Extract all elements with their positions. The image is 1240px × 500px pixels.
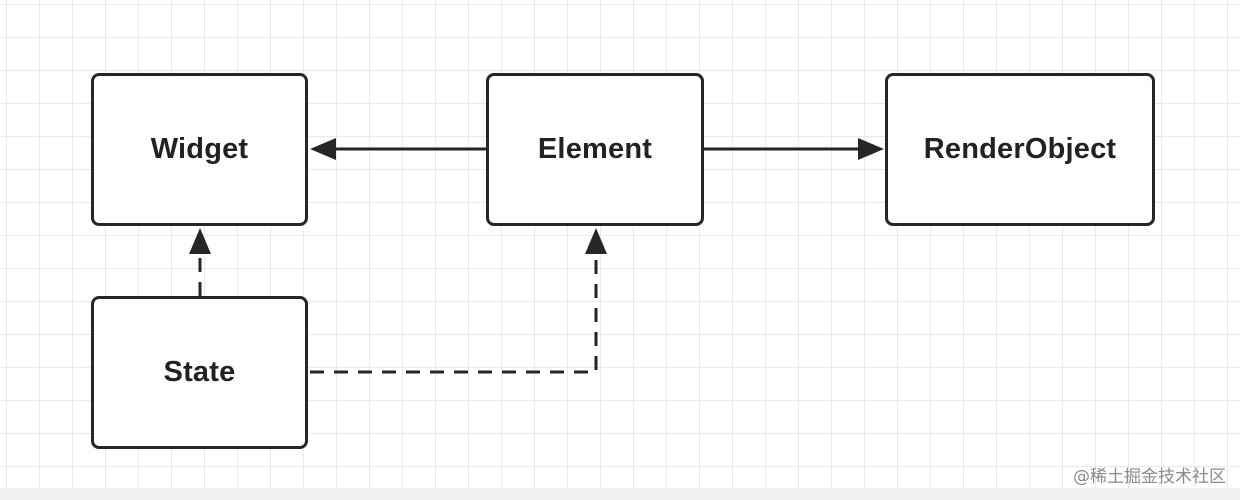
arrowhead-widget-icon [310,138,336,160]
renderobject-node: RenderObject [885,73,1155,226]
renderobject-label: RenderObject [923,133,1117,165]
edge-element-to-widget [310,138,486,160]
arrowhead-widget-dashed-icon [189,228,211,254]
arrowhead-element-dashed-icon [585,228,607,254]
edge-state-to-widget [189,228,211,296]
bottom-strip [0,488,1240,500]
element-label: Element [537,133,653,165]
watermark: @稀土掘金技术社区 [1073,467,1226,487]
widget-node: Widget [91,73,308,226]
element-node: Element [486,73,704,226]
state-label: State [163,356,236,388]
edge-state-to-element [310,228,607,374]
state-node: State [91,296,308,449]
edge-element-to-renderobject [704,138,884,160]
widget-label: Widget [150,133,249,165]
arrowhead-renderobject-icon [858,138,884,160]
